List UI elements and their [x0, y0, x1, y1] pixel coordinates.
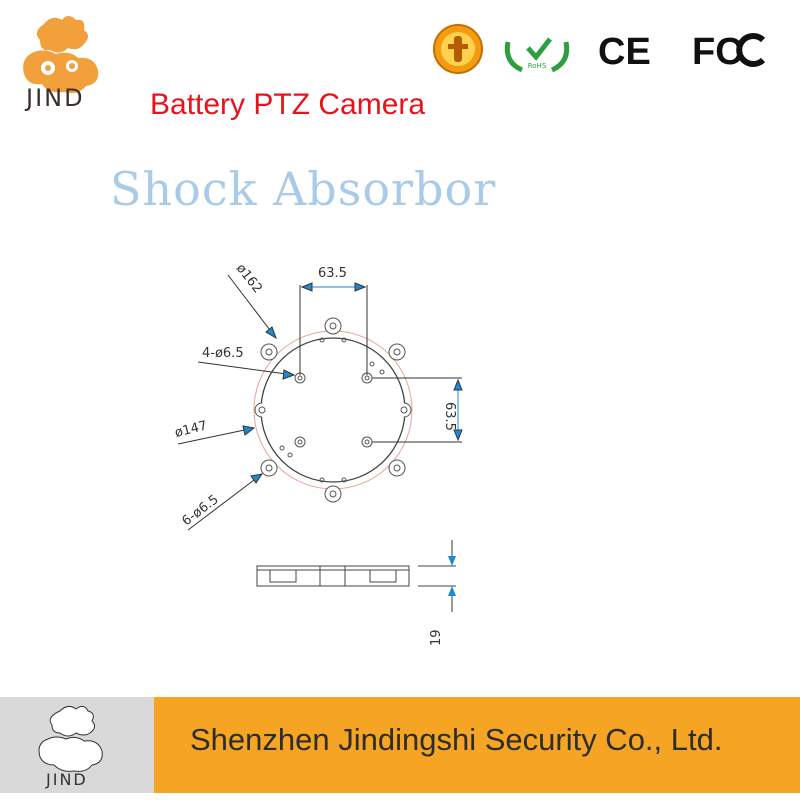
ce-icon: CE	[598, 31, 651, 73]
footer-logo: JIND	[0, 697, 154, 793]
dim-hole-spacing-v: 63.5	[442, 402, 457, 431]
top-view	[253, 317, 413, 503]
fcc-label: FC	[692, 31, 743, 73]
company-name: Shenzhen Jindingshi Security Co., Ltd.	[190, 722, 723, 757]
technical-drawing: 63.5 63.5 ø162 4-ø6.5 ø147 6-ø6.5 19	[173, 261, 463, 646]
lion-mascot-icon: JIND	[38, 705, 103, 789]
dimension-lines	[177, 274, 463, 531]
rohs-icon: RoHS	[504, 37, 570, 73]
dim-outer-diameter: ø162	[233, 261, 265, 296]
footer-bar: JIND Shenzhen Jindingshi Security Co., L…	[0, 697, 800, 793]
footer-logo-wordmark: JIND	[45, 770, 88, 789]
jind-logo	[23, 16, 99, 94]
dim-thickness: 19	[429, 629, 444, 646]
side-view	[256, 540, 456, 612]
lion-mascot-icon	[23, 16, 99, 94]
energy-icon	[433, 24, 483, 74]
lug-top	[324, 317, 342, 335]
dim-mount-holes-4: 4-ø6.5	[202, 346, 244, 361]
fcc-icon: FC	[692, 31, 766, 73]
diagram-title: Shock Absorbor	[110, 162, 497, 216]
certification-bar: RoHS CE FC	[433, 24, 766, 74]
product-title: Battery PTZ Camera	[150, 88, 426, 121]
dim-inner-diameter: ø147	[173, 418, 208, 440]
dim-mount-holes-6: 6-ø6.5	[179, 492, 221, 529]
dim-hole-spacing-h: 63.5	[318, 266, 347, 281]
logo-wordmark: JIND	[26, 84, 85, 112]
rohs-label: RoHS	[528, 62, 547, 70]
ce-label: CE	[598, 31, 651, 73]
